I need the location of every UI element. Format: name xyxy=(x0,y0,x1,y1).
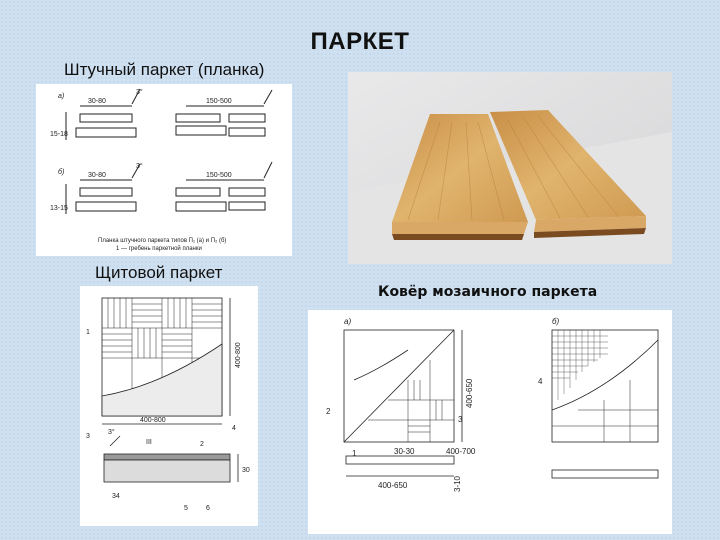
angle-a: 3° xyxy=(136,88,143,96)
callout-2: 2 xyxy=(200,441,204,448)
caption-line2: 1 — гребень паркетной планки xyxy=(116,245,202,252)
mosaic-fig-b: б) xyxy=(552,317,560,326)
parquet-planks-photo xyxy=(348,72,672,264)
dim-base: 34 xyxy=(112,493,120,500)
dim-a2: 150-500 xyxy=(206,98,232,105)
mosaic-fig-a: а) xyxy=(344,317,351,326)
caption-line1: Планка штучного паркета типов П₁ (а) и П… xyxy=(98,238,226,244)
dim-a1: 30-80 xyxy=(88,98,106,105)
callout-3: 3 xyxy=(86,433,90,440)
label-panel-parquet: Щитовой паркет xyxy=(95,263,223,282)
mosaic-dim-thick: 3-10 xyxy=(453,475,462,492)
mosaic-callout-3: 3 xyxy=(458,415,463,424)
mosaic-dim-small: 30-30 xyxy=(394,447,415,456)
panel-parquet-drawing: 1 3 2 4 5 6 III 3° 400-800 400-800 30 34 xyxy=(80,286,258,526)
label-strip-parquet: Штучный паркет (планка) xyxy=(64,60,265,79)
slide-title: ПАРКЕТ xyxy=(310,28,410,55)
mosaic-parquet-drawing: а) б) 400-650 30-30 400-700 400-650 3-10… xyxy=(308,310,672,534)
mosaic-dim-vert: 400-650 xyxy=(465,378,474,408)
mosaic-callout-1: 1 xyxy=(352,449,357,458)
dim-b1: 30-80 xyxy=(88,172,106,179)
side-b: 13-15 xyxy=(50,205,68,212)
mosaic-dim-bottom: 400-650 xyxy=(378,481,408,490)
side-a: 15-18 xyxy=(50,131,68,138)
dim-width: 400-800 xyxy=(140,417,166,424)
angle-b: 3° xyxy=(136,162,143,170)
dim-thickness: 30 xyxy=(242,467,250,474)
mosaic-callout-4: 4 xyxy=(538,377,543,386)
callout-1: 1 xyxy=(86,329,90,336)
fig-a-label: а) xyxy=(58,93,64,100)
roman-label: III xyxy=(146,439,152,446)
mosaic-dim-side: 400-700 xyxy=(446,447,476,456)
dim-b2: 150-500 xyxy=(206,172,232,179)
callout-5: 5 xyxy=(184,505,188,512)
callout-6: 6 xyxy=(206,505,210,512)
angle-label: 3° xyxy=(108,428,115,436)
label-mosaic-parquet: Ковёр мозаичного паркета xyxy=(378,284,598,300)
dim-height: 400-800 xyxy=(235,342,242,368)
strip-parquet-drawing: а) б) 30-80 150-500 30-80 150-500 3° 3° … xyxy=(36,84,292,256)
fig-b-label: б) xyxy=(58,168,64,176)
mosaic-callout-2: 2 xyxy=(326,407,331,416)
callout-4: 4 xyxy=(232,425,236,432)
